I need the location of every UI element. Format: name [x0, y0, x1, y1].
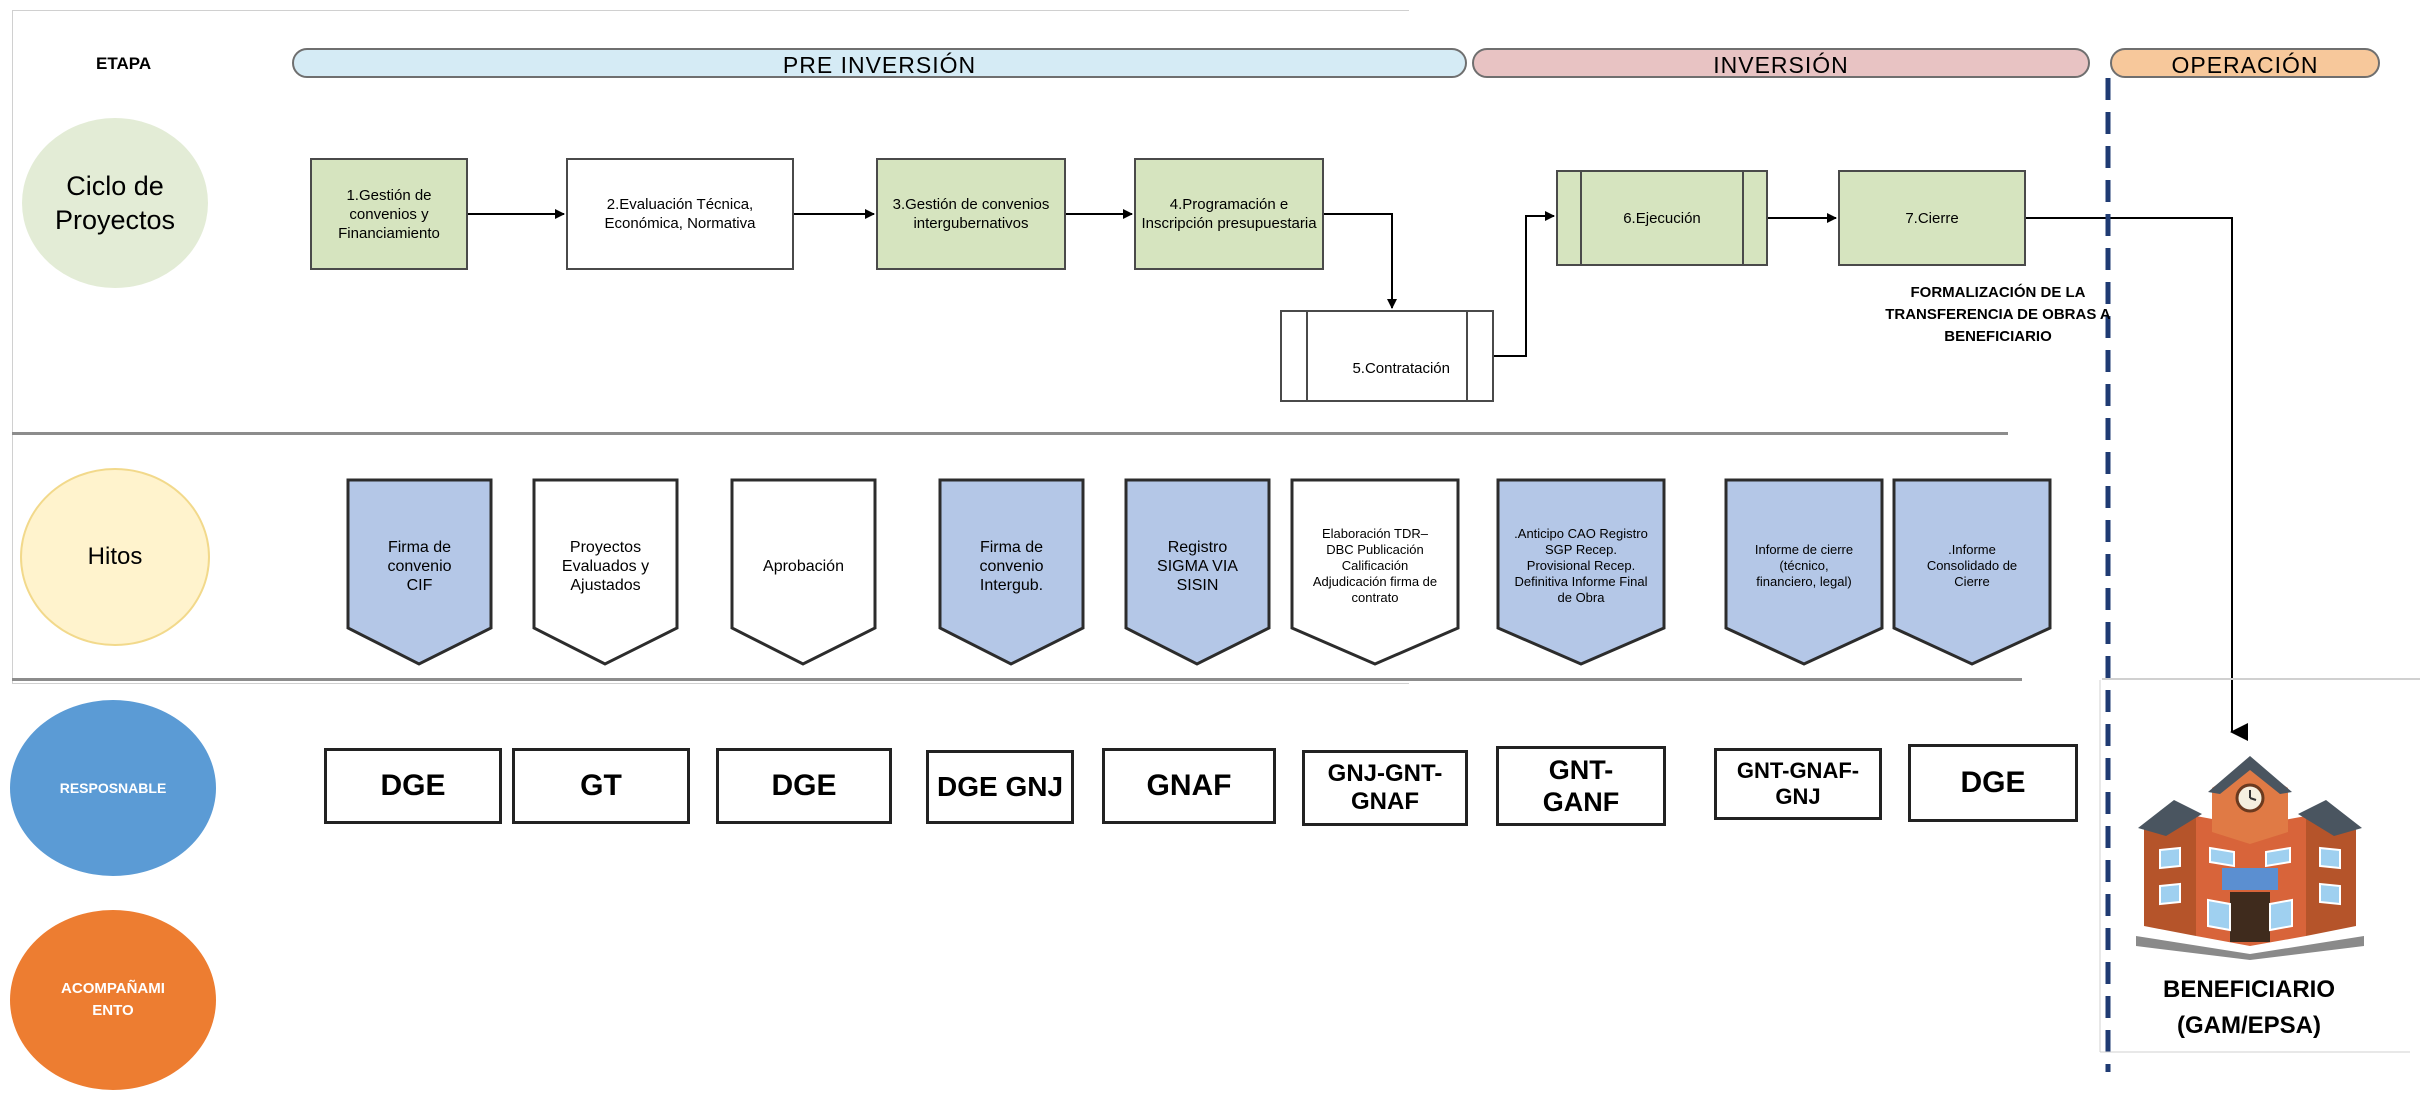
hito-1-label: Firma de convenio CIF	[387, 538, 452, 594]
row-label-ciclo: Ciclo de Proyectos	[22, 118, 208, 288]
step-1-label: 1.Gestión de convenios y Financiamiento	[338, 186, 440, 242]
row-label-acompanamiento: ACOMPAÑAMIENTO	[10, 910, 216, 1090]
phase-operacion: OPERACIÓN	[2110, 48, 2380, 78]
arrow-step4-step5	[1324, 213, 1397, 309]
row-separator-ciclo-hitos	[12, 432, 2008, 435]
hito-7: .Anticipo CAO Registro SGP Recep. Provis…	[1496, 478, 1666, 666]
hito-4: Firma de convenio Intergub.	[938, 478, 1085, 666]
responsable-3: DGE	[716, 748, 892, 824]
hito-1: Firma de convenio CIF	[346, 478, 493, 666]
step-5: 5.Contratación	[1280, 310, 1494, 402]
hito-5-label: Registro SIGMA VIA SISIN	[1157, 538, 1238, 594]
step-6-label: 6.Ejecución	[1623, 209, 1701, 227]
beneficiario-label: BENEFICIARIO (GAM/EPSA)	[2118, 972, 2380, 1044]
step-4: 4.Programación e Inscripción presupuesta…	[1134, 158, 1324, 270]
responsable-label-text: RESPOSNABLE	[59, 780, 167, 796]
responsable-6: GNJ-GNT-GNAF	[1302, 750, 1468, 826]
phase-inversion: INVERSIÓN	[1472, 48, 2090, 78]
step-7: 7.Cierre	[1838, 170, 2026, 266]
step-7-label: 7.Cierre	[1905, 209, 1959, 227]
responsable-1: DGE	[324, 748, 502, 824]
phase-pre-inversion: PRE INVERSIÓN	[292, 48, 1467, 78]
hito-4-label: Firma de convenio Intergub.	[979, 538, 1044, 594]
hito-3: Aprobación	[730, 478, 877, 666]
hito-8: Informe de cierre (técnico, financiero, …	[1724, 478, 1884, 666]
diagram-frame	[12, 10, 1409, 684]
step-6: 6.Ejecución	[1556, 170, 1768, 266]
responsable-8: GNT-GNAF-GNJ	[1714, 748, 1882, 820]
responsable-7: GNT-GANF	[1496, 746, 1666, 826]
arrow-step5-step6	[1494, 211, 1555, 357]
hito-6-label: Elaboración TDR– DBC Publicación Calific…	[1312, 526, 1438, 605]
hito-9-label: .Informe Consolidado de Cierre	[1926, 542, 2018, 589]
responsable-9: DGE	[1908, 744, 2078, 822]
step-3-label: 3.Gestión de convenios intergubernativos	[892, 196, 1050, 232]
step-2-label: 2.Evaluación Técnica, Económica, Normati…	[604, 196, 756, 232]
hito-5: Registro SIGMA VIA SISIN	[1124, 478, 1271, 666]
building-icon	[2136, 756, 2364, 960]
etapa-label: ETAPA	[96, 54, 152, 73]
beneficiario-line2: (GAM/EPSA)	[2177, 1012, 2321, 1039]
hito-2-label: Proyectos Evaluados y Ajustados	[561, 538, 650, 594]
responsable-2: GT	[512, 748, 690, 824]
step-4-label: 4.Programación e Inscripción presupuesta…	[1141, 196, 1317, 232]
row-label-hitos: Hitos	[20, 468, 210, 646]
step-1: 1.Gestión de convenios y Financiamiento	[310, 158, 468, 270]
acompanamiento-label-text: ACOMPAÑAMIENTO	[61, 980, 165, 1019]
step-3: 3.Gestión de convenios intergubernativos	[876, 158, 1066, 270]
hito-9: .Informe Consolidado de Cierre	[1892, 478, 2052, 666]
beneficiario-line1: BENEFICIARIO	[2162, 976, 2335, 1003]
arrow-to-beneficiario	[2026, 217, 2248, 741]
step-5-label: 5.Contratación	[1352, 359, 1450, 377]
responsable-5: GNAF	[1102, 748, 1276, 824]
hito-8-label: Informe de cierre (técnico, financiero, …	[1754, 542, 1854, 589]
hito-2: Proyectos Evaluados y Ajustados	[532, 478, 679, 666]
formalization-note: FORMALIZACIÓN DE LA TRANSFERENCIA DE OBR…	[1885, 284, 2111, 345]
hito-6: Elaboración TDR– DBC Publicación Calific…	[1290, 478, 1460, 666]
row-separator-hitos-responsable	[12, 678, 2022, 681]
ciclo-label-text: Ciclo de Proyectos	[54, 171, 176, 235]
step-2: 2.Evaluación Técnica, Económica, Normati…	[566, 158, 794, 270]
hito-3-label: Aprobación	[763, 557, 844, 575]
hitos-label-text: Hitos	[87, 543, 143, 570]
row-label-responsable: RESPOSNABLE	[10, 700, 216, 876]
responsable-4: DGE GNJ	[926, 750, 1074, 824]
hito-7-label: .Anticipo CAO Registro SGP Recep. Provis…	[1514, 526, 1648, 605]
